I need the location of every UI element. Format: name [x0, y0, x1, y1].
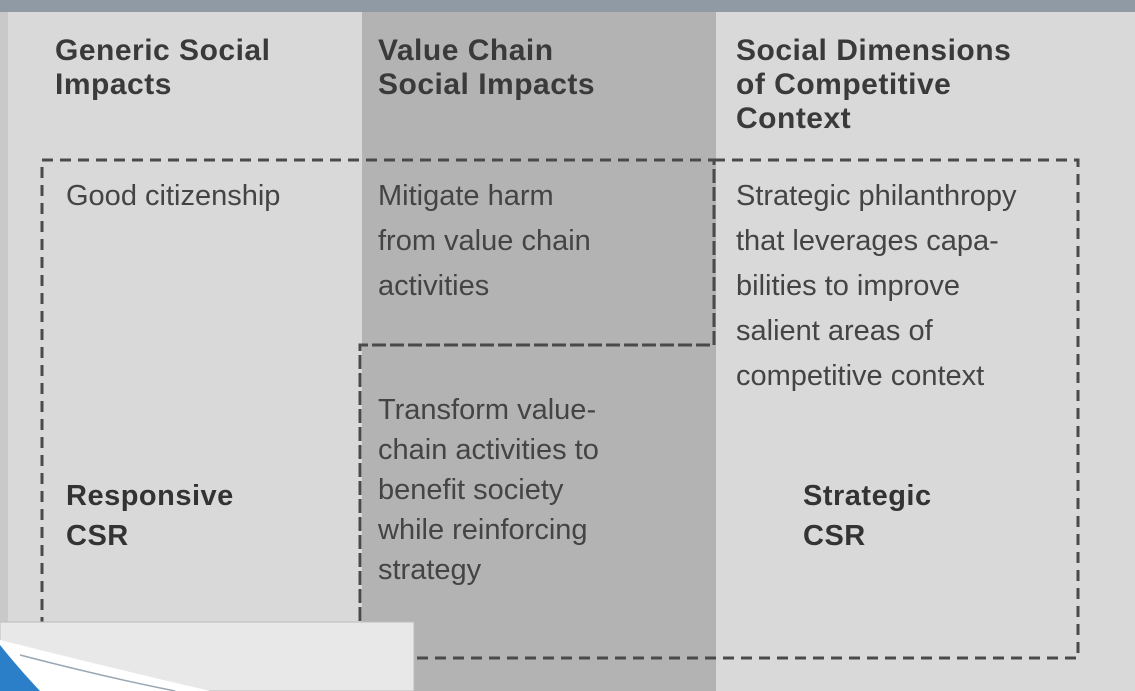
label-line: Responsive	[66, 480, 234, 512]
cell-line: from value chain	[378, 225, 591, 257]
cell-transform-value-chain: Transform value- chain activities to ben…	[378, 390, 599, 590]
cell-line: Transform value-	[378, 394, 597, 426]
header-value-chain-social-impacts: Value Chain Social Impacts	[378, 34, 595, 102]
cell-line: Good citizenship	[66, 180, 281, 212]
cell-line: that leverages capa-	[736, 225, 999, 257]
cell-line: benefit society	[378, 474, 564, 506]
header-line: Context	[736, 102, 852, 135]
cell-line: Strategic philanthropy	[736, 180, 1017, 212]
cell-good-citizenship: Good citizenship	[66, 174, 280, 219]
cell-line: salient areas of	[736, 315, 933, 347]
cell-line: activities	[378, 270, 490, 302]
header-line: Social Impacts	[378, 68, 596, 101]
cell-line: while reinforcing	[378, 514, 588, 546]
cell-line: bilities to improve	[736, 270, 961, 302]
header-line: Impacts	[55, 68, 172, 101]
cell-line: Mitigate harm	[378, 180, 554, 212]
header-generic-social-impacts: Generic Social Impacts	[55, 34, 270, 102]
label-strategic-csr: Strategic CSR	[803, 476, 932, 556]
header-line: of Competitive	[736, 68, 952, 101]
left-edge	[0, 12, 8, 691]
header-line: Value Chain	[378, 34, 554, 67]
label-line: Strategic	[803, 480, 932, 512]
top-bar	[0, 0, 1135, 12]
cell-mitigate-harm: Mitigate harm from value chain activitie…	[378, 174, 591, 309]
cell-line: strategy	[378, 554, 482, 586]
cell-line: competitive context	[736, 360, 985, 392]
header-line: Social Dimensions	[736, 34, 1012, 67]
cell-strategic-philanthropy: Strategic philanthropy that leverages ca…	[736, 174, 1017, 399]
label-line: CSR	[66, 520, 129, 552]
header-line: Generic Social	[55, 34, 271, 67]
cell-line: chain activities to	[378, 434, 599, 466]
header-social-dimensions: Social Dimensions of Competitive Context	[736, 34, 1011, 136]
label-line: CSR	[803, 520, 866, 552]
column-generic	[8, 12, 362, 691]
label-responsive-csr: Responsive CSR	[66, 476, 234, 556]
